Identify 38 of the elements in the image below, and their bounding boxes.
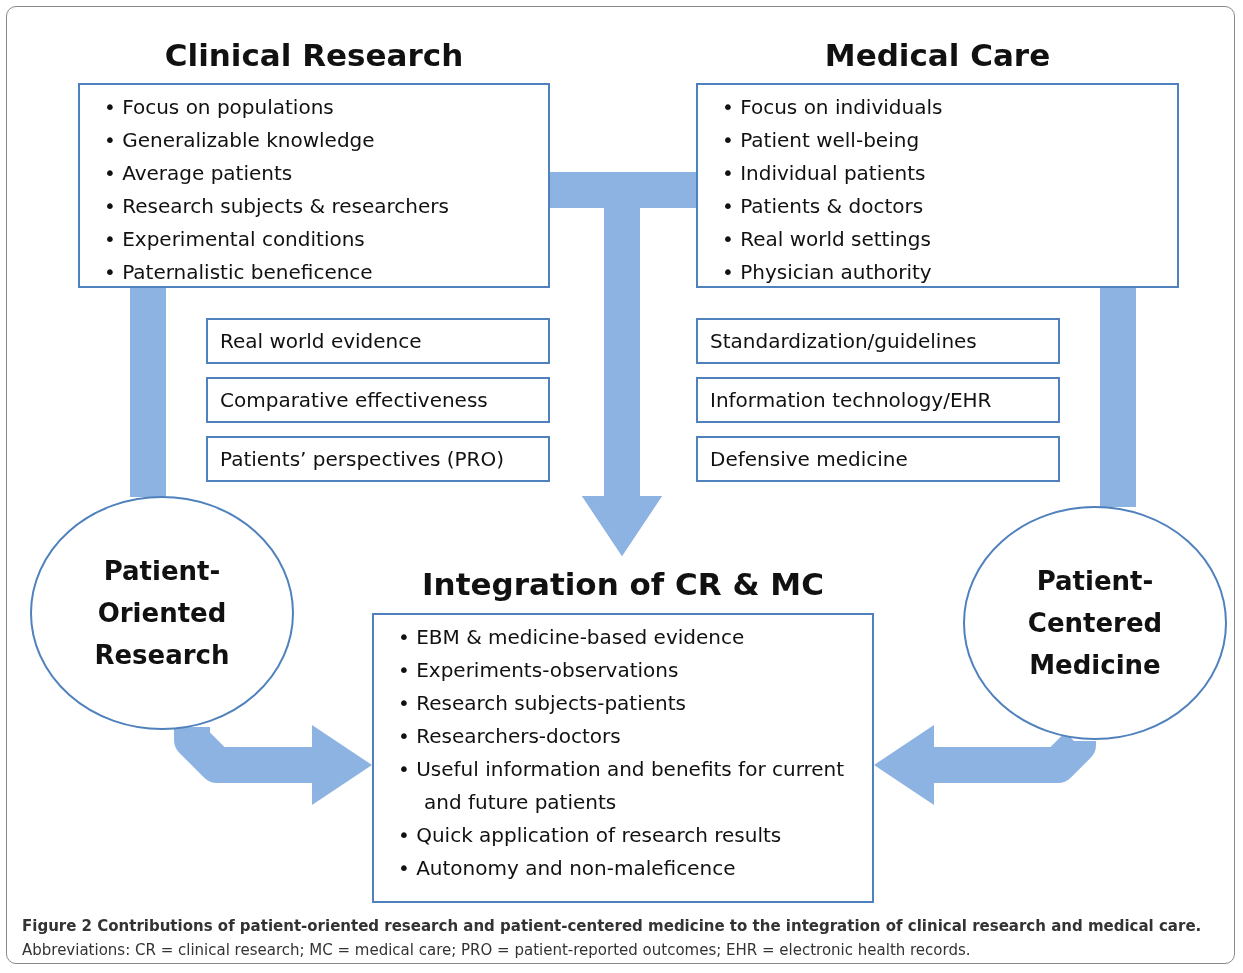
- list-item: • Focus on individuals: [722, 94, 944, 121]
- figure-caption: Figure 2 Contributions of patient-oriented research and patient-centered medicine to the integration of clinical research and medical care. Abbreviations: CR = clinical research; MC = medical care; PRO = patient-reported outcomes; EHR = electronic health records.: [22, 916, 1203, 961]
- list-item: • Real world settings: [722, 226, 932, 253]
- list-item: • Researchers-doctors: [398, 723, 622, 750]
- panel-heading: Medical Care: [823, 36, 1052, 75]
- list-item: • Research subjects-patients: [398, 690, 687, 717]
- text-box: Real world evidence: [206, 318, 550, 364]
- list-item: • EBM & medicine-based evidence: [398, 624, 746, 651]
- list-item: • Quick application of research results: [398, 822, 783, 849]
- list-item: • Patients & doctors: [722, 193, 925, 220]
- panel-heading: Clinical Research: [163, 36, 465, 75]
- list-item: • Individual patients: [722, 160, 927, 187]
- panel-heading: Integration of CR & MC: [421, 565, 825, 604]
- text-box: Comparative effectiveness: [206, 377, 550, 423]
- list-item: • Experimental conditions: [104, 226, 366, 253]
- circle-label: Patient-Centered Medicine: [1026, 565, 1164, 682]
- connector-band: [130, 288, 166, 497]
- list-item: • Generalizable knowledge: [104, 127, 376, 154]
- list-item: • Average patients: [104, 160, 294, 187]
- connector-band: [1100, 288, 1136, 507]
- list-item: • Autonomy and non-maleficence: [398, 855, 737, 882]
- circle-node: [962, 505, 1228, 741]
- list-item: • Physician authority: [722, 259, 933, 286]
- block-arrow: [874, 725, 1096, 805]
- circle-node: [29, 495, 295, 731]
- list-item: • Research subjects & researchers: [104, 193, 450, 220]
- text-box: Defensive medicine: [696, 436, 1060, 482]
- list-item: • Patient well-being: [722, 127, 921, 154]
- circle-label: Patient-Oriented Research: [93, 555, 231, 672]
- block-arrow: [174, 722, 372, 805]
- list-item: • Experiments-observations: [398, 657, 680, 684]
- list-item: • Paternalistic beneficence: [104, 259, 374, 286]
- list-item: • Useful information and benefits for current and future patients: [398, 756, 846, 816]
- text-box: Standardization/guidelines: [696, 318, 1060, 364]
- list-item: • Focus on populations: [104, 94, 335, 121]
- text-box: Information technology/EHR: [696, 377, 1060, 423]
- block-arrow: [582, 172, 696, 556]
- text-box: Patients’ perspectives (PRO): [206, 436, 550, 482]
